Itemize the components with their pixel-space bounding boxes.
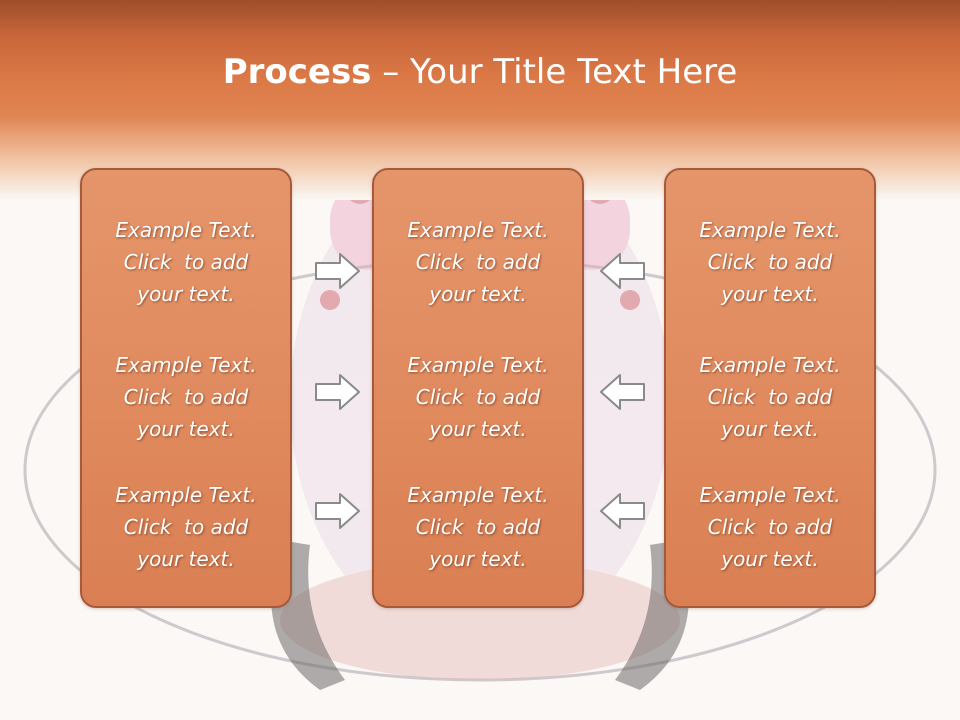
text-block[interactable]: Example Text. Click to add your text.: [374, 214, 582, 310]
text-line: Example Text.: [407, 218, 549, 242]
arrow-left-icon[interactable]: [598, 251, 646, 291]
text-block[interactable]: Example Text. Click to add your text.: [666, 214, 874, 310]
text-line: Click to add: [123, 250, 249, 274]
text-line: your text.: [137, 547, 235, 571]
text-block[interactable]: Example Text. Click to add your text.: [82, 214, 290, 310]
text-block[interactable]: Example Text. Click to add your text.: [82, 479, 290, 575]
text-line: Example Text.: [115, 353, 257, 377]
text-line: Click to add: [123, 385, 249, 409]
text-line: Example Text.: [115, 483, 257, 507]
text-line: your text.: [429, 547, 527, 571]
text-block[interactable]: Example Text. Click to add your text.: [82, 349, 290, 445]
text-line: Example Text.: [407, 483, 549, 507]
text-block[interactable]: Example Text. Click to add your text.: [374, 349, 582, 445]
process-panel-right[interactable]: Example Text. Click to add your text. Exam…: [664, 168, 876, 608]
text-line: your text.: [429, 417, 527, 441]
text-line: Example Text.: [699, 483, 841, 507]
text-line: Example Text.: [699, 218, 841, 242]
text-line: Example Text.: [407, 353, 549, 377]
text-line: your text.: [721, 282, 819, 306]
arrow-right-icon[interactable]: [314, 372, 362, 412]
arrow-right-icon[interactable]: [314, 491, 362, 531]
text-line: your text.: [137, 282, 235, 306]
text-line: Click to add: [415, 385, 541, 409]
process-panel-center[interactable]: Example Text. Click to add your text. Exam…: [372, 168, 584, 608]
text-line: Click to add: [415, 515, 541, 539]
arrow-left-icon[interactable]: [598, 491, 646, 531]
process-panel-left[interactable]: Example Text. Click to add your text. Exam…: [80, 168, 292, 608]
title-banner: [0, 0, 960, 200]
text-line: your text.: [721, 417, 819, 441]
text-block[interactable]: Example Text. Click to add your text.: [666, 479, 874, 575]
text-line: Click to add: [707, 515, 833, 539]
text-line: your text.: [721, 547, 819, 571]
text-line: Click to add: [123, 515, 249, 539]
title-rest-part: – Your Title Text Here: [371, 52, 738, 92]
text-block[interactable]: Example Text. Click to add your text.: [666, 349, 874, 445]
title-bold-part: Process: [222, 52, 372, 92]
text-line: Click to add: [415, 250, 541, 274]
arrow-right-icon[interactable]: [314, 251, 362, 291]
text-line: your text.: [137, 417, 235, 441]
text-line: Example Text.: [699, 353, 841, 377]
page-title[interactable]: Process – Your Title Text Here: [0, 52, 960, 92]
arrow-left-icon[interactable]: [598, 372, 646, 412]
text-line: Click to add: [707, 385, 833, 409]
text-block[interactable]: Example Text. Click to add your text.: [374, 479, 582, 575]
text-line: Click to add: [707, 250, 833, 274]
text-line: your text.: [429, 282, 527, 306]
text-line: Example Text.: [115, 218, 257, 242]
